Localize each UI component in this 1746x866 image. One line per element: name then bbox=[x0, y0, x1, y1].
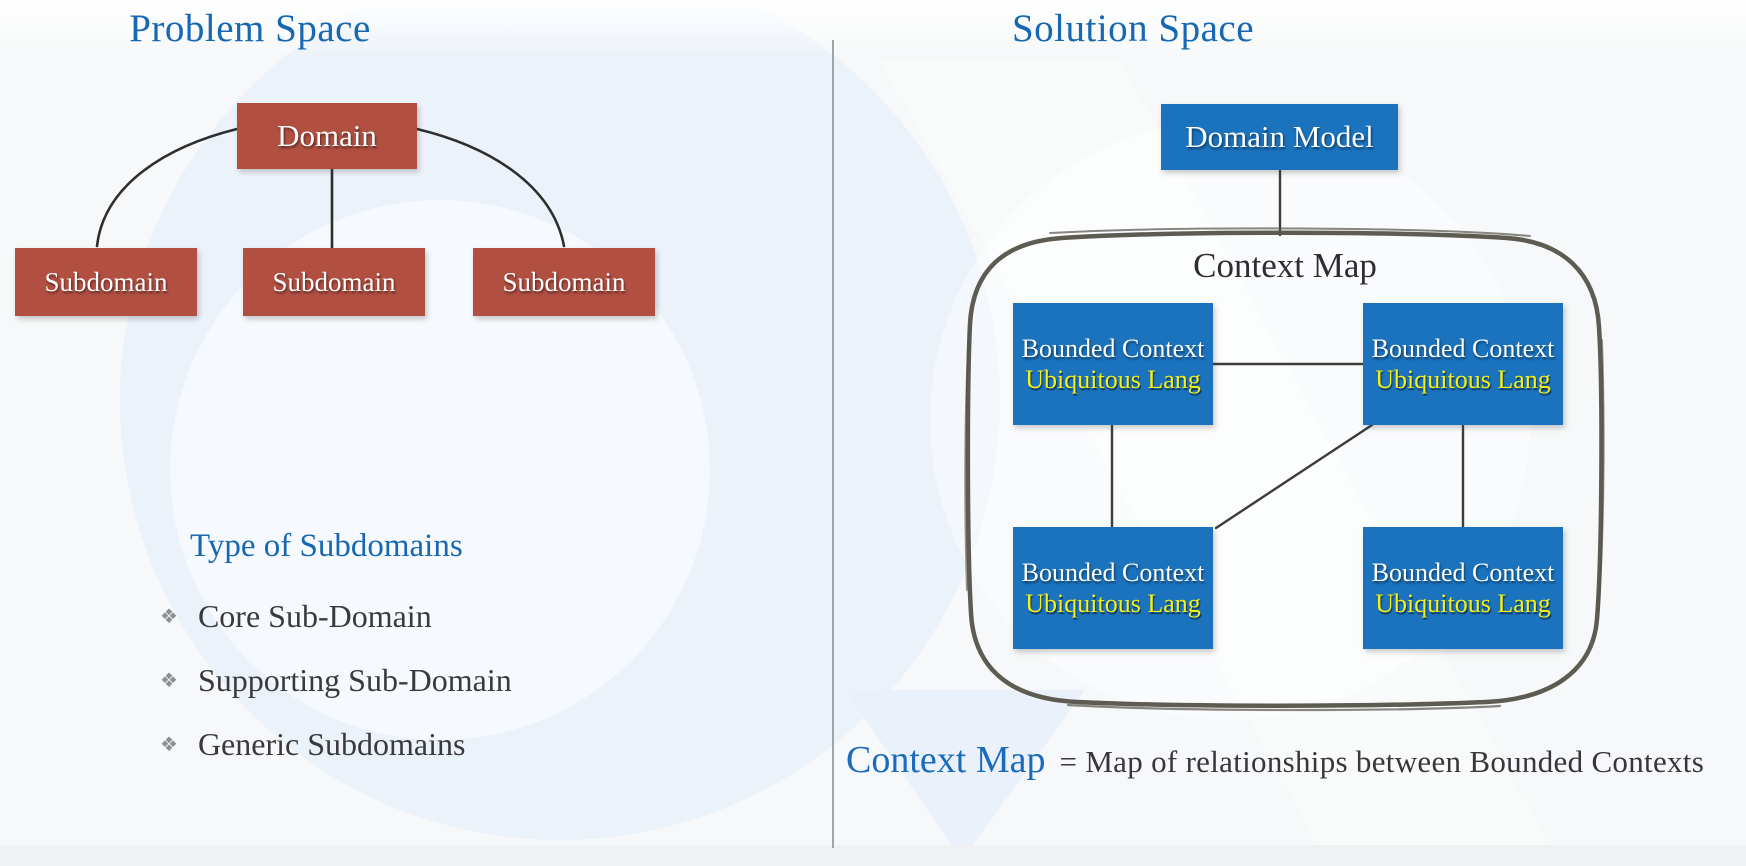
list-item: ❖ Supporting Sub-Domain bbox=[160, 662, 512, 726]
context-map-label: Context Map bbox=[1193, 246, 1377, 285]
subdomain-types-heading: Type of Subdomains bbox=[190, 528, 463, 564]
bounded-context-title: Bounded Context bbox=[1021, 334, 1205, 363]
caption-term: Context Map bbox=[846, 739, 1046, 781]
bounded-context-title: Bounded Context bbox=[1021, 558, 1205, 587]
diamond-bullet-icon: ❖ bbox=[160, 732, 178, 756]
context-map-border bbox=[964, 227, 1605, 712]
subdomain-box-2: Subdomain bbox=[243, 248, 425, 316]
caption-definition: = Map of relationships between Bounded C… bbox=[1059, 744, 1705, 779]
connector-bc-diagonal bbox=[1214, 423, 1374, 530]
diamond-bullet-icon: ❖ bbox=[160, 604, 178, 628]
bounded-context-title: Bounded Context bbox=[1371, 558, 1555, 587]
domain-subdomain-connectors bbox=[95, 127, 566, 250]
bounded-context-connectors bbox=[1110, 168, 1465, 530]
list-item-label: Supporting Sub-Domain bbox=[197, 662, 512, 698]
ubiquitous-lang-label: Ubiquitous Lang bbox=[1375, 589, 1551, 618]
solution-space-title: Solution Space bbox=[1011, 7, 1255, 50]
list-item: ❖ Core Sub-Domain bbox=[160, 598, 512, 662]
subdomain-box-3: Subdomain bbox=[473, 248, 655, 316]
panel-divider bbox=[832, 40, 834, 848]
subdomain-types-list: ❖ Core Sub-Domain ❖ Supporting Sub-Domai… bbox=[160, 598, 512, 790]
domain-box: Domain bbox=[237, 103, 417, 169]
domain-model-box: Domain Model bbox=[1161, 104, 1398, 170]
bounded-context-box-1: Bounded Context Ubiquitous Lang bbox=[1013, 303, 1213, 425]
ubiquitous-lang-label: Ubiquitous Lang bbox=[1025, 365, 1201, 394]
context-map-caption: Context Map = Map of relationships betwe… bbox=[846, 738, 1704, 782]
list-item-label: Generic Subdomains bbox=[197, 726, 466, 762]
problem-space-title: Problem Space bbox=[129, 7, 371, 50]
bounded-context-box-4: Bounded Context Ubiquitous Lang bbox=[1363, 527, 1563, 649]
subdomain-box-1: Subdomain bbox=[15, 248, 197, 316]
bounded-context-box-3: Bounded Context Ubiquitous Lang bbox=[1013, 527, 1213, 649]
connector-domain-right bbox=[415, 127, 566, 248]
ubiquitous-lang-label: Ubiquitous Lang bbox=[1375, 365, 1551, 394]
ubiquitous-lang-label: Ubiquitous Lang bbox=[1025, 589, 1201, 618]
bounded-context-title: Bounded Context bbox=[1371, 334, 1555, 363]
bounded-context-box-2: Bounded Context Ubiquitous Lang bbox=[1363, 303, 1563, 425]
list-item: ❖ Generic Subdomains bbox=[160, 726, 512, 790]
connector-domain-left bbox=[95, 127, 239, 248]
list-item-label: Core Sub-Domain bbox=[197, 598, 432, 634]
diamond-bullet-icon: ❖ bbox=[160, 668, 178, 692]
